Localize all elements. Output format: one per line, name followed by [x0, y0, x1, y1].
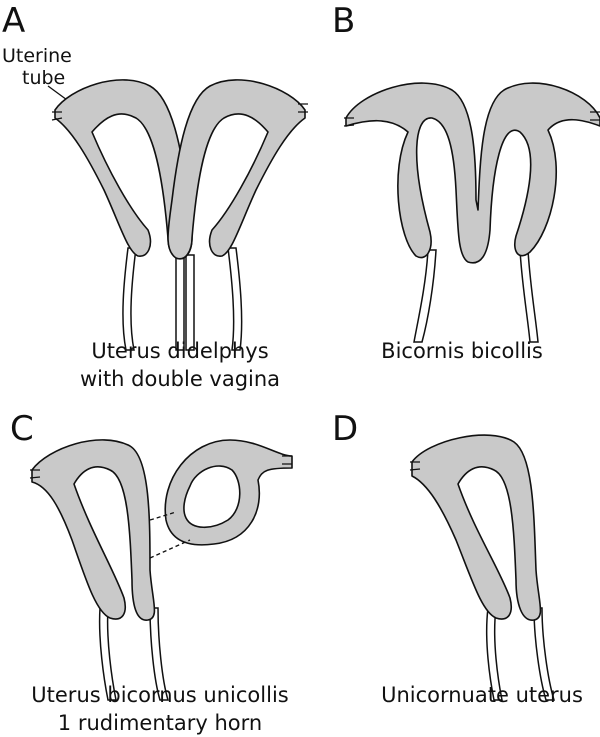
panel-a-caption-line1: Uterus didelphys	[91, 339, 268, 363]
vagina-d-right	[533, 607, 556, 701]
bicornis-uterus	[345, 82, 600, 264]
left-uterine-tube	[51, 111, 63, 121]
central-vagina-left	[175, 254, 185, 351]
vagina-d	[485, 607, 556, 701]
dashed-connection-1	[149, 511, 177, 521]
panel-d: D Unicornuate uterus	[332, 409, 583, 707]
panel-d-caption: Unicornuate uterus	[381, 683, 583, 707]
panel-a-letter: A	[2, 1, 25, 41]
single-horn-c	[31, 439, 156, 621]
panel-d-letter: D	[332, 409, 358, 449]
vagina-d-left	[485, 607, 503, 701]
vagina-c	[98, 607, 170, 701]
panel-c-caption-line1: Uterus bicornus unicollis	[31, 683, 288, 707]
central-vagina-right	[185, 254, 195, 351]
right-lateral-vagina-wall	[227, 247, 243, 351]
panel-c-letter: C	[10, 409, 34, 449]
vagina-c-right	[149, 607, 170, 701]
left-tube-c	[29, 469, 41, 479]
left-uterine-horn	[54, 79, 193, 260]
panel-c-caption-line2: 1 rudimentary horn	[58, 711, 262, 735]
right-vagina-b	[519, 249, 539, 343]
right-uterine-horn	[167, 79, 306, 260]
vaginas	[122, 247, 243, 351]
vaginas-b	[413, 249, 539, 343]
rudimentary-horn	[164, 439, 293, 546]
vagina-c-left	[98, 607, 117, 701]
left-vagina-b	[413, 249, 437, 343]
dashed-connection-2	[149, 539, 191, 559]
tube-d	[409, 461, 421, 471]
right-uterine-tube	[298, 103, 308, 113]
left-tube-b	[343, 117, 355, 127]
panel-a: A Uterine tube Uterus didelphys with dou…	[2, 1, 308, 391]
unicornuate-horn	[411, 434, 542, 621]
uterine-tube-label-line1: Uterine	[2, 45, 72, 67]
panel-b: B Bicornis bicollis	[332, 1, 600, 363]
left-lateral-vagina-wall	[122, 247, 137, 351]
uterine-tube-label-line2: tube	[22, 67, 65, 89]
panel-c: C Uterus bicornus unicollis 1 rudimentar…	[10, 409, 293, 735]
right-tube-b	[590, 111, 600, 121]
panel-b-caption: Bicornis bicollis	[381, 339, 543, 363]
panel-a-caption-line2: with double vagina	[80, 367, 280, 391]
panel-b-letter: B	[332, 1, 355, 41]
right-tube-c	[282, 455, 292, 465]
